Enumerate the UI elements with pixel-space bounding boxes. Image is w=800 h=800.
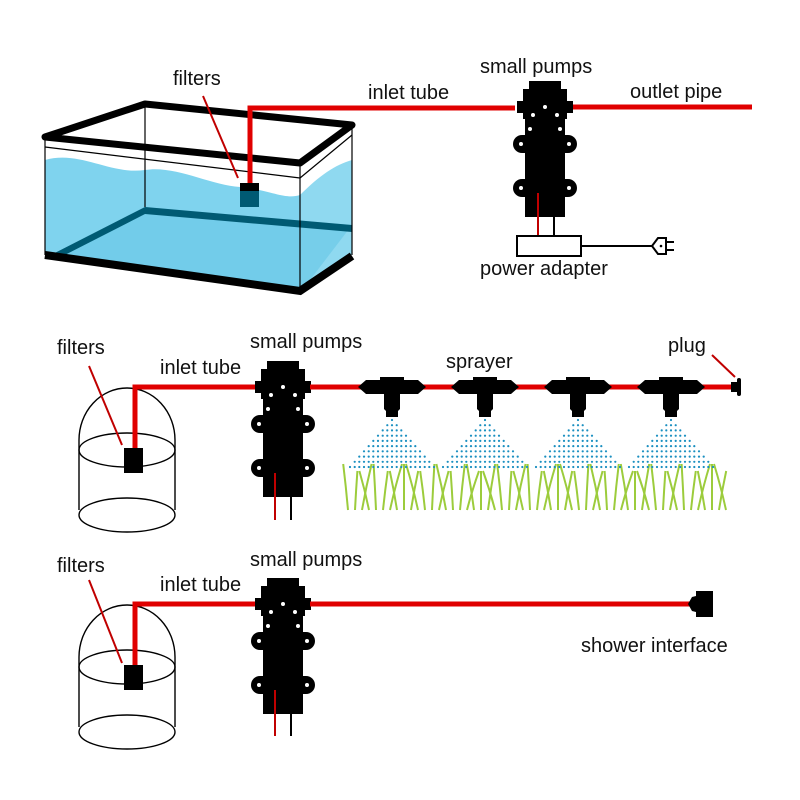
grass-blade [419,470,426,511]
inlet-tube-label: inlet tube [160,574,241,596]
grass-blade [666,470,678,511]
filter-block [124,665,143,690]
spray-patterns [348,418,715,469]
sprayer-tee-icon [544,377,612,417]
shower-diagram: filters inlet tube small pumps shower in… [57,549,728,750]
sprayer-tees [358,377,705,417]
aquarium-tank [41,100,356,296]
grass-blade [662,470,667,511]
filter-pointer [88,579,123,664]
small-pumps-label: small pumps [250,331,362,353]
filter-pointer [202,95,239,179]
grass-blade [388,470,398,511]
end-plug-icon [731,378,741,396]
plug-label: plug [668,335,706,357]
filter-pointer [88,365,123,446]
grass-blade [466,470,480,511]
grass-blade [372,463,377,511]
spray-cone [441,418,529,469]
pump-icon [513,81,577,217]
inlet-tube-label: inlet tube [160,357,241,379]
grass-blade [342,463,349,511]
small-pumps-label: small pumps [480,56,592,78]
grass-blade [713,463,727,511]
grass-blade [435,463,447,511]
sprayer-label: sprayer [446,351,513,373]
grass-blade [636,470,650,511]
grass-blade [613,463,620,511]
inlet-tube-label: inlet tube [368,82,449,104]
power-adapter-label: power adapter [480,258,608,280]
inlet-tube [247,105,515,183]
shower-interface-icon [688,591,713,617]
grass-blade [603,470,608,511]
grass-blade [542,470,552,511]
grass-blade [405,463,419,511]
grass-blade [573,470,580,511]
aquarium-diagram: filters inlet tube outlet pipe small pum… [41,56,752,296]
grass-blade [512,470,524,511]
grass-blade [354,470,359,511]
inlet-tube [132,601,260,667]
grass-blade [358,470,370,511]
filter-block [240,183,259,207]
grass-blade [536,470,543,511]
pump-icon [251,578,315,714]
grass-blade [696,470,706,511]
grass-blade [559,463,573,511]
grass-blade [650,463,657,511]
outlet-pipe-label: outlet pipe [630,81,722,103]
sprayer-diagram: filters inlet tube small pumps sprayer p… [57,331,741,533]
power-adapter-box [516,235,582,257]
filters-label: filters [173,68,221,90]
grass-blade [515,463,527,511]
small-pumps-label: small pumps [250,549,362,571]
grass-blade [619,463,629,511]
grass-blade [382,470,389,511]
grass-blade [526,463,531,511]
grass-blade [508,470,513,511]
grass-blade [592,470,604,511]
spray-cone [627,418,715,469]
spray-cone [534,418,622,469]
grass-blade [431,463,436,511]
sprayer-tee-icon [637,377,705,417]
power-plug-icon [650,237,674,255]
grass-field [342,463,728,511]
filters-label: filters [57,555,105,577]
grass-blade [459,463,466,511]
grass-blade [620,470,634,511]
grass-blade [690,470,697,511]
shower-interface-label: shower interface [581,635,728,657]
sprayer-tee-icon [451,377,519,417]
plug-pointer [711,354,736,378]
filter-block [124,448,143,473]
sprayer-tee-icon [358,377,426,417]
grass-blade [482,470,496,511]
grass-blade [496,463,503,511]
grass-blade [680,463,685,511]
pump-icon [251,361,315,497]
grass-blade [438,470,450,511]
grass-blade [465,463,475,511]
grass-blade [641,463,651,511]
grass-blade [585,463,590,511]
spray-cone [348,418,436,469]
grass-blade [449,470,454,511]
grass-blade [669,463,681,511]
inlet-tube [132,384,260,448]
filters-label: filters [57,337,105,359]
grass-blade [361,463,373,511]
